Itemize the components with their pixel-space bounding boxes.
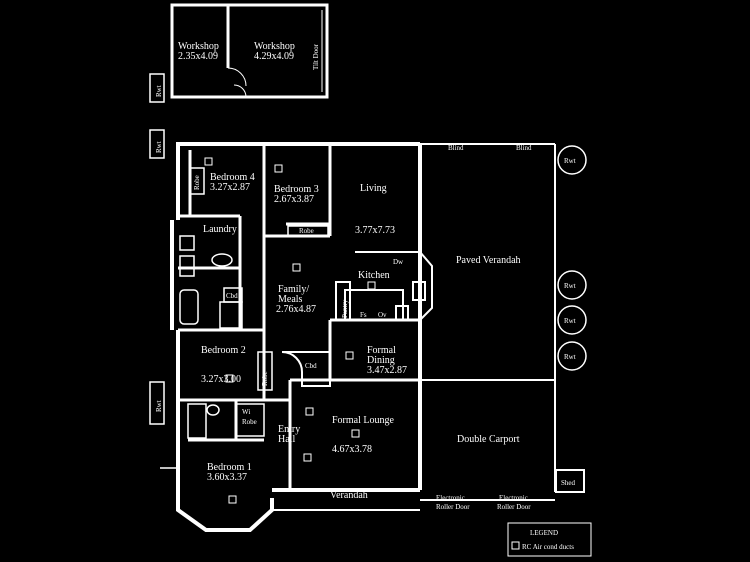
family-size: 2.76x4.87 [276, 304, 316, 315]
formal-dining-size: 3.47x2.87 [367, 365, 407, 376]
dw-label: Dw [393, 258, 404, 266]
workshop-door-swing [227, 67, 247, 87]
workshop-2-label: Workshop [254, 41, 295, 52]
rwt-tank-left-3: Rwt [149, 381, 165, 425]
rwt-label: Rwt [564, 157, 576, 165]
rwt-label: Rwt [564, 353, 576, 361]
rwt-tank-left-2: Rwt [149, 129, 165, 159]
ac-duct-markers [204, 157, 376, 504]
rwt-label: Rwt [155, 141, 163, 153]
rwt-tank-right-4: Rwt [557, 341, 587, 371]
legend: LEGEND RC Air cond ducts [507, 522, 592, 557]
laundry-label: Laundry [203, 224, 237, 235]
bedroom2-label: Bedroom 2 [201, 345, 246, 356]
double-carport-label: Double Carport [457, 434, 520, 445]
rwt-tank-right-2: Rwt [557, 270, 587, 300]
pantry-label: Pantry [341, 299, 349, 318]
formal-lounge-size: 4.67x3.78 [332, 444, 372, 455]
toilet [179, 255, 195, 277]
rwt-tank-left-1: Rwt [149, 73, 165, 103]
shower [219, 301, 243, 329]
roller-door-label-2: Roller Door [497, 503, 531, 511]
living-size: 3.77x7.73 [355, 225, 395, 236]
rwt-label: Rwt [564, 282, 576, 290]
robe-label-bed4: Robe [193, 175, 201, 190]
ov-label: Ov [378, 311, 387, 319]
robe-label-bed2: Robe [261, 371, 269, 386]
bedroom2-size: 3.27x3.00 [201, 374, 241, 385]
ac-duct-legend-icon [511, 541, 520, 550]
blind-label-2: Blind [516, 144, 532, 152]
robe-bedroom3 [287, 225, 329, 237]
entry-hall-label-1: Entry [278, 424, 300, 435]
rwt-label: Rwt [155, 400, 163, 412]
entry-hall-label-2: Hall [278, 434, 295, 445]
shed-label: Shed [561, 479, 576, 487]
legend-item: RC Air cond ducts [522, 543, 574, 551]
bay-window-wall [176, 470, 274, 532]
bedroom3-label: Bedroom 3 [274, 184, 319, 195]
formal-dining-label-1: Formal [367, 345, 396, 356]
rwt-tank-right-1: Rwt [557, 145, 587, 175]
robe-bedroom4 [189, 167, 205, 195]
workshop-building [170, 3, 329, 99]
fs-label: Fs [360, 311, 367, 319]
electronic-label-1: Electronic [436, 494, 465, 502]
walk-in-robe [235, 403, 265, 437]
rwt-tank-right-3: Rwt [557, 305, 587, 335]
ensuite-toilet [206, 404, 220, 416]
outdoor-areas [420, 143, 585, 501]
bathtub [179, 289, 199, 325]
formal-dining-label-2: Dining [367, 355, 395, 366]
bedroom1-size: 3.60x3.37 [207, 472, 247, 483]
roller-door-label-1: Roller Door [436, 503, 470, 511]
family-label-2: Meals [278, 294, 303, 305]
paved-verandah-label: Paved Verandah [456, 255, 521, 266]
bedroom4-size: 3.27x2.87 [210, 182, 250, 193]
cbd-label-family: Cbd [305, 362, 317, 370]
cbd-label-laundry: Cbd [226, 292, 238, 300]
bedroom4-label: Bedroom 4 [210, 172, 255, 183]
ensuite-shower [187, 403, 207, 439]
workshop-1-size: 2.35x4.09 [178, 51, 218, 62]
workshop-2-size: 4.29x4.09 [254, 51, 294, 62]
robe-label-bed1: Robe [242, 418, 257, 426]
bedroom3-size: 2.67x3.87 [274, 194, 314, 205]
wi-label: Wi [242, 408, 250, 416]
robe-label-bed3: Robe [299, 227, 314, 235]
formal-lounge-label: Formal Lounge [332, 415, 394, 426]
legend-title: LEGEND [530, 529, 558, 537]
bedroom1-label: Bedroom 1 [207, 462, 252, 473]
workshop-1-label: Workshop [178, 41, 219, 52]
verandah-label: Verandah [330, 490, 368, 501]
workshop-door-swing-2 [233, 84, 247, 98]
rwt-label: Rwt [155, 85, 163, 97]
blind-label-1: Blind [448, 144, 464, 152]
cbd-cupboard [281, 351, 331, 387]
tilt-door-label: Tilt Door [312, 43, 320, 70]
kitchen-label: Kitchen [358, 270, 390, 281]
electronic-label-2: Electronic [499, 494, 528, 502]
living-label: Living [360, 183, 387, 194]
laundry-tub [179, 235, 195, 251]
robe-bedroom2 [257, 351, 273, 391]
workshop-outer-wall [170, 3, 329, 99]
rwt-label: Rwt [564, 317, 576, 325]
kitchen-bench [335, 251, 433, 321]
family-label-1: Family/ [278, 284, 309, 295]
vanity-basin [211, 253, 233, 267]
